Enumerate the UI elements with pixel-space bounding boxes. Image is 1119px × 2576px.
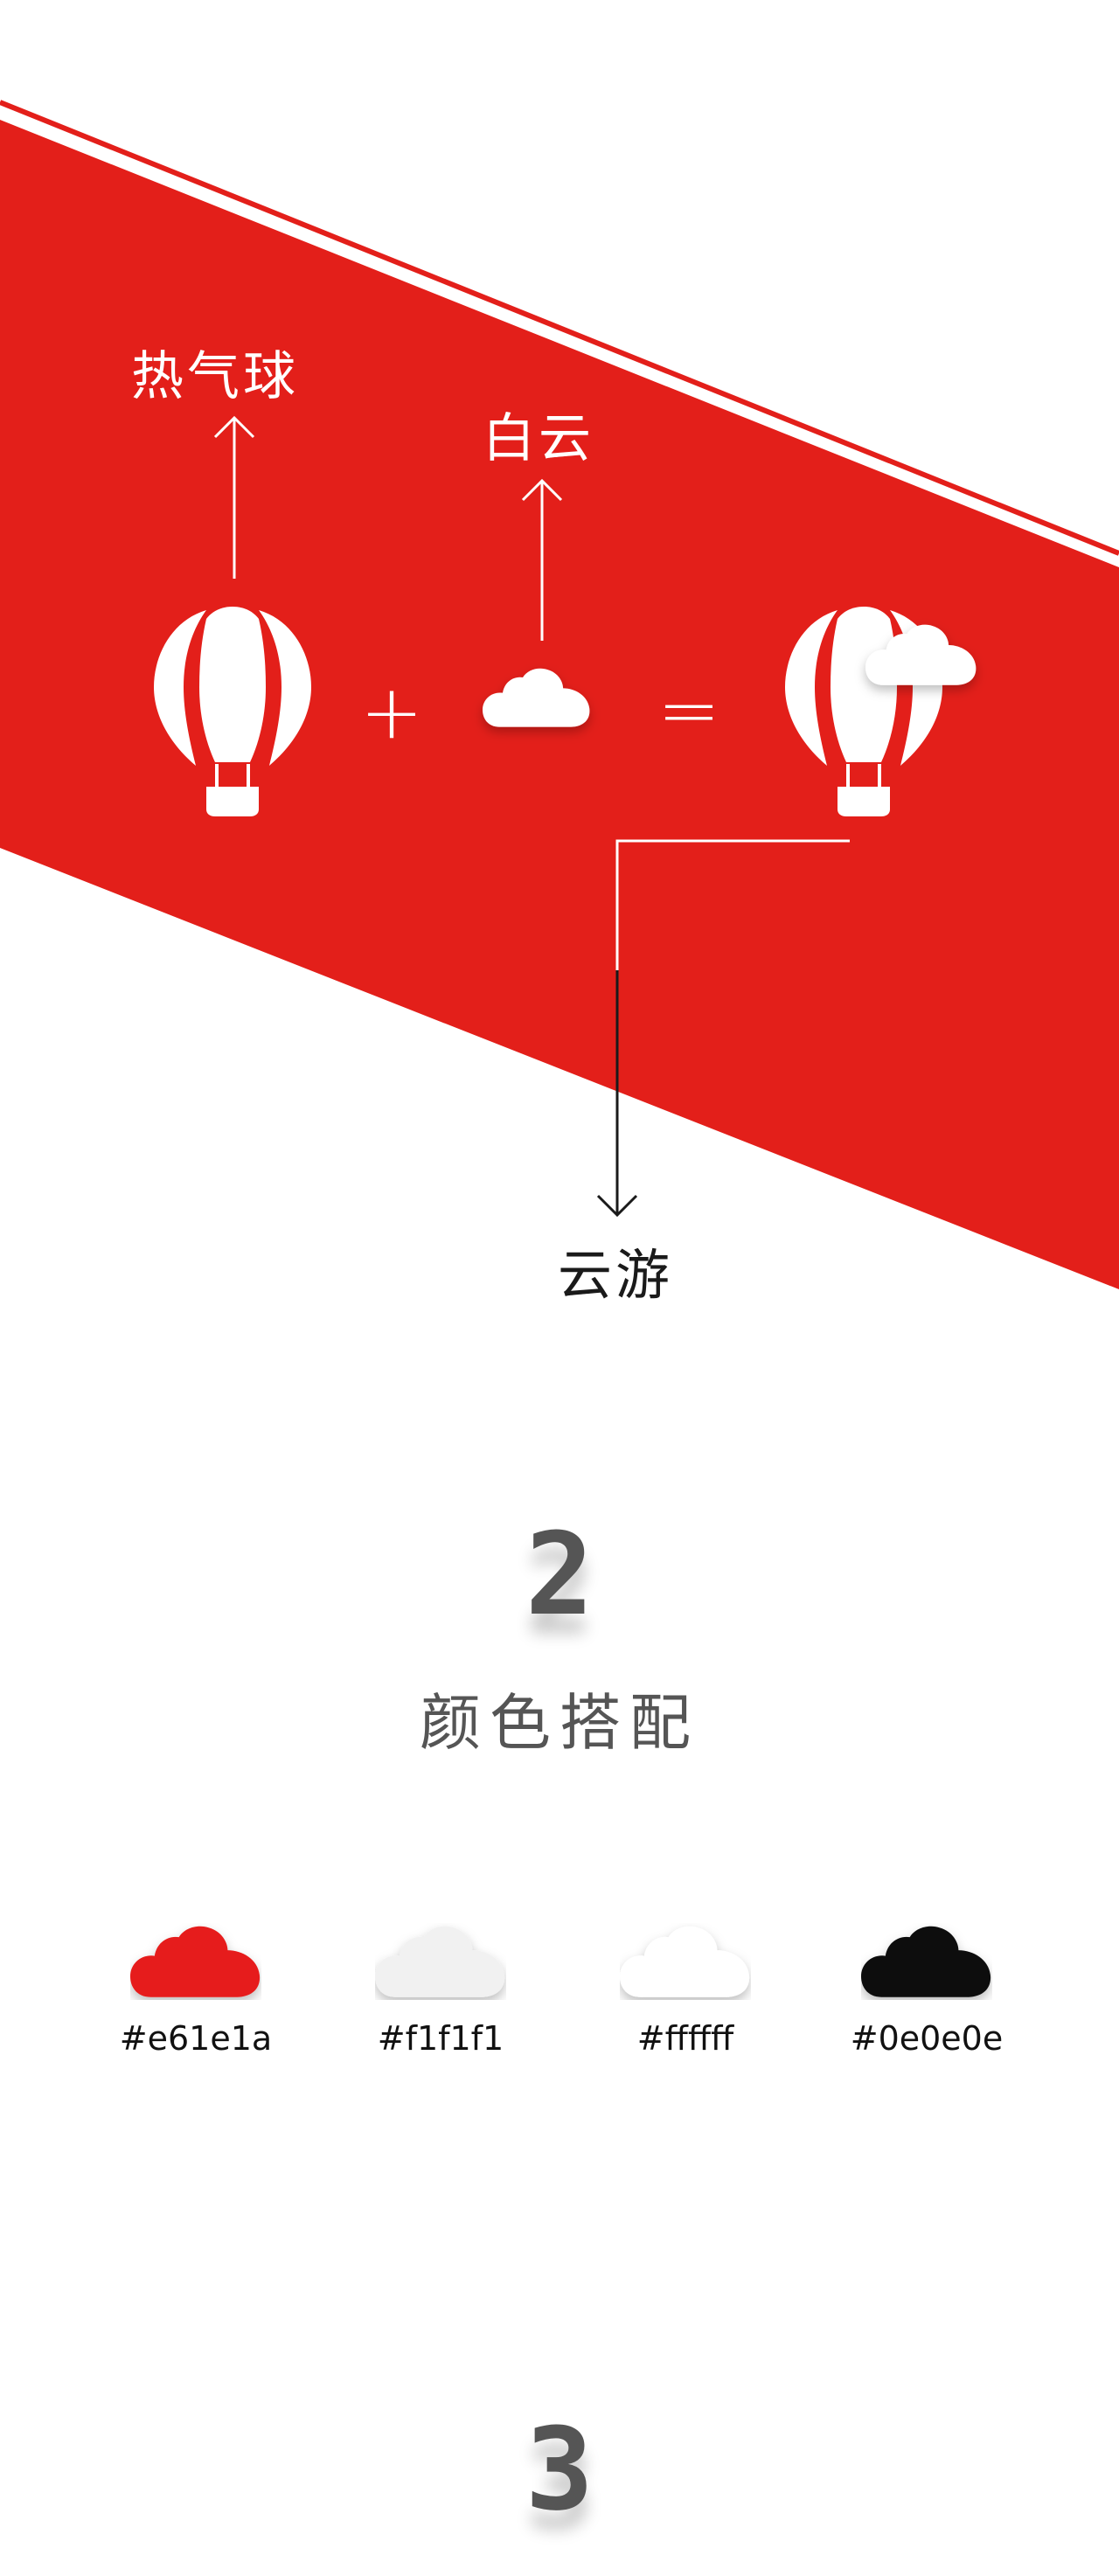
swatch-code: #0e0e0e: [850, 2019, 1004, 2058]
result-label: 云游: [558, 1243, 674, 1307]
cloud-label: 白云: [483, 408, 594, 469]
result-connector-arrow: [596, 839, 850, 1218]
cloud-icon: [620, 1923, 751, 2000]
arrow-up-cloud: [521, 478, 563, 641]
section-title-color-scheme: 颜色搭配: [420, 1687, 699, 1759]
swatch-code: #e61e1a: [119, 2019, 273, 2058]
swatch-white: #ffffff: [580, 1923, 790, 2133]
swatch-code: #f1f1f1: [377, 2019, 504, 2058]
cloud-icon: [375, 1923, 506, 2000]
equals-sign: =: [657, 667, 721, 754]
swatch-light-gray: #f1f1f1: [336, 1923, 546, 2133]
cloud-icon: [130, 1923, 261, 2000]
section-number-2: 2: [525, 1508, 594, 1641]
plus-sign: +: [360, 669, 424, 756]
swatch-red: #e61e1a: [91, 1923, 301, 2133]
swatch-code: #ffffff: [636, 2019, 734, 2058]
color-swatch-row: #e61e1a #f1f1f1 #ffffff #0e0e0e: [0, 1923, 1119, 2142]
arrow-up-balloon: [213, 415, 255, 579]
cloud-icon: [861, 1923, 992, 2000]
diagonal-accent-line: [0, 100, 1119, 556]
section-number-3: 3: [525, 2403, 594, 2536]
balloon-label: 热气球: [131, 346, 299, 407]
swatch-black: #0e0e0e: [822, 1923, 1032, 2133]
